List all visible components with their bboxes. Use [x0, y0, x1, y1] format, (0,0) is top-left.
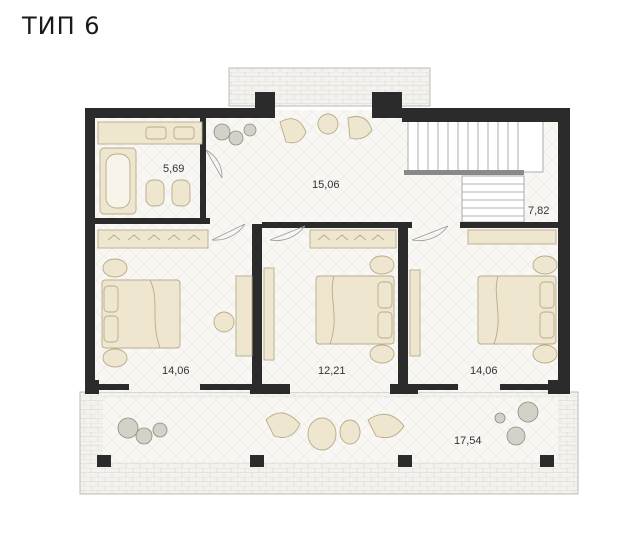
beds [101, 255, 558, 368]
door-swings [205, 149, 449, 242]
desks [213, 267, 421, 361]
walls [85, 92, 570, 467]
room-area-bathroom: 5,69 [163, 163, 184, 175]
room-area-terrace: 17,54 [454, 435, 482, 447]
room-area-bedroom-left: 14,06 [162, 365, 190, 377]
plants [117, 123, 539, 446]
bathroom-fixtures [97, 121, 203, 215]
plan-title: ТИП 6 [22, 12, 101, 40]
room-area-bedroom-middle: 12,21 [318, 365, 346, 377]
room-area-stairs: 7,82 [528, 205, 549, 217]
staircase [404, 119, 544, 223]
room-area-bedroom-right: 14,06 [470, 365, 498, 377]
wardrobes [97, 229, 557, 249]
hall-seating [279, 113, 373, 144]
room-area-hall: 15,06 [312, 179, 340, 191]
terrace-seating [265, 412, 405, 451]
